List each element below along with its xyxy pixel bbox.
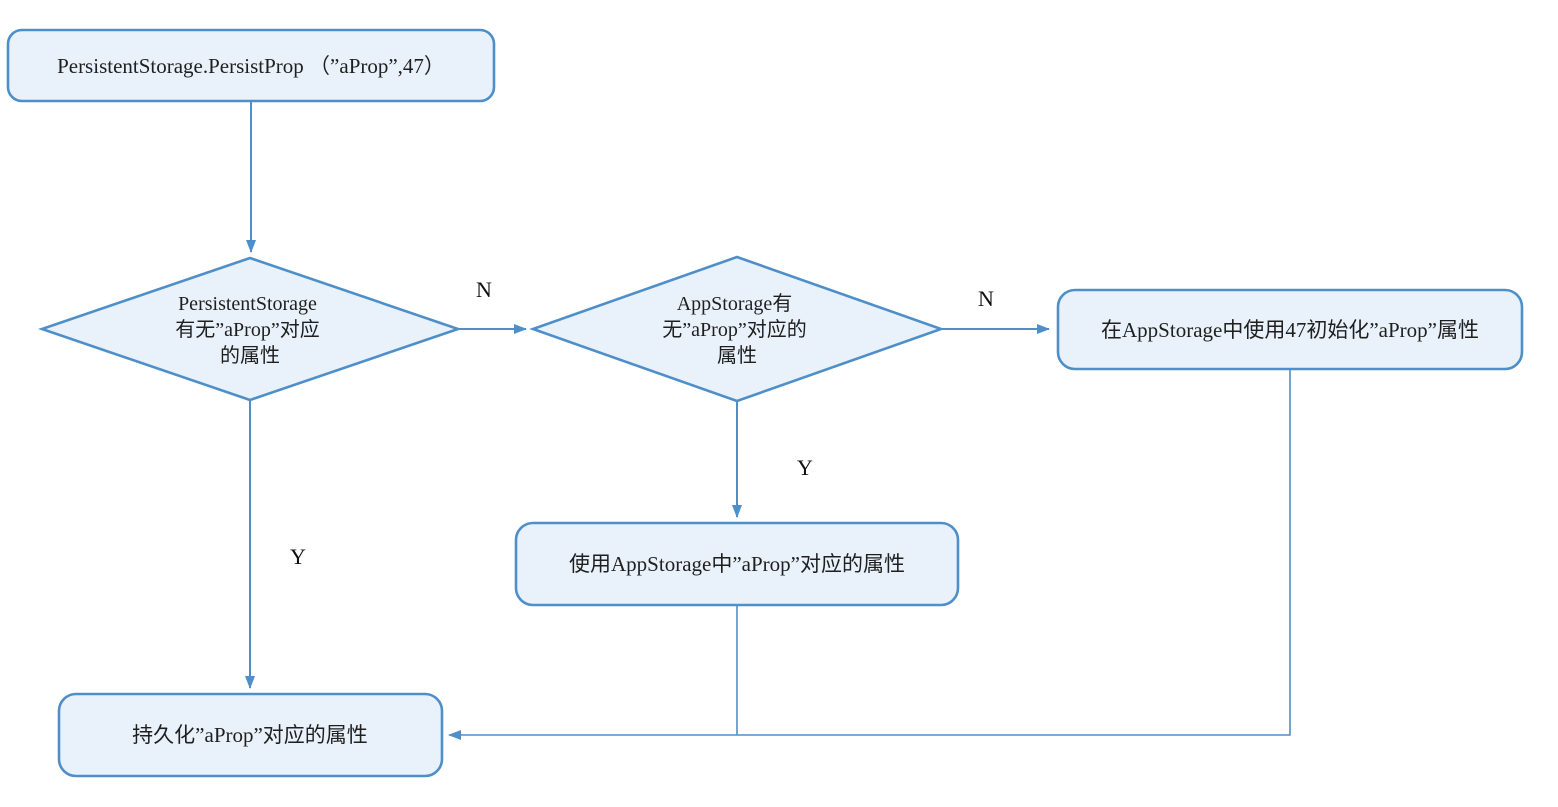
node-decision-app-storage: AppStorage有 无”aProp”对应的 属性 bbox=[529, 255, 945, 403]
node-persist-prop-label: 持久化”aProp”对应的属性 bbox=[132, 723, 368, 747]
node-start-shape bbox=[6, 28, 496, 103]
node-init-app-storage: 在AppStorage中使用47初始化”aProp”属性 bbox=[1056, 288, 1524, 371]
edge-label-persistent-no: N bbox=[476, 277, 492, 302]
node-use-app-storage-shape bbox=[514, 521, 960, 607]
node-use-app-storage: 使用AppStorage中”aProp”对应的属性 bbox=[514, 521, 960, 607]
node-persist-prop: 持久化”aProp”对应的属性 bbox=[57, 692, 444, 778]
node-start-label: PersistentStorage.PersistProp （”aProp”,4… bbox=[57, 54, 445, 78]
edge-label-appstorage-yes: Y bbox=[797, 455, 813, 480]
connector-init-box-to-persist-box bbox=[448, 369, 1291, 740]
edge-label-persistent-yes: Y bbox=[290, 544, 306, 569]
node-use-app-storage-label: 使用AppStorage中”aProp”对应的属性 bbox=[569, 552, 905, 576]
edge-label-appstorage-no: N bbox=[978, 286, 994, 311]
node-persist-prop-shape bbox=[57, 692, 444, 778]
node-decision-persistent-storage-label: PersistentStorage 有无”aProp”对应 的属性 bbox=[175, 293, 324, 367]
node-decision-app-storage-shape bbox=[529, 255, 945, 403]
node-init-app-storage-label: 在AppStorage中使用47初始化”aProp”属性 bbox=[1101, 318, 1479, 342]
node-start: PersistentStorage.PersistProp （”aProp”,4… bbox=[6, 28, 496, 103]
node-decision-app-storage-label: AppStorage有 无”aProp”对应的 属性 bbox=[662, 292, 811, 367]
node-decision-persistent-storage: PersistentStorage 有无”aProp”对应 的属性 bbox=[37, 256, 463, 402]
node-init-app-storage-shape bbox=[1056, 288, 1524, 371]
node-decision-persistent-storage-shape bbox=[37, 256, 463, 402]
